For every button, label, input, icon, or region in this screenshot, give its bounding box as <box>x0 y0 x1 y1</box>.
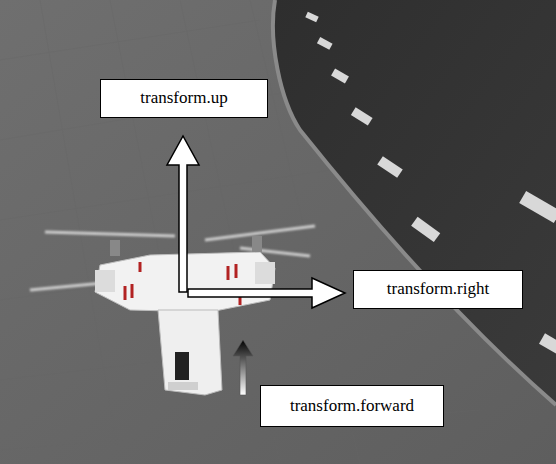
road <box>273 0 556 405</box>
label-box: transform.forward <box>260 385 444 427</box>
curb <box>273 0 556 405</box>
axis-label: transform.up <box>140 88 227 108</box>
label-box: transform.up <box>100 79 268 118</box>
drone <box>30 226 315 395</box>
axis-label: transform.forward <box>290 396 414 416</box>
lane-markings <box>305 12 556 359</box>
axis-label: transform.right <box>387 279 489 299</box>
label-box: transform.right <box>353 270 523 309</box>
axis-arrows <box>167 136 345 395</box>
